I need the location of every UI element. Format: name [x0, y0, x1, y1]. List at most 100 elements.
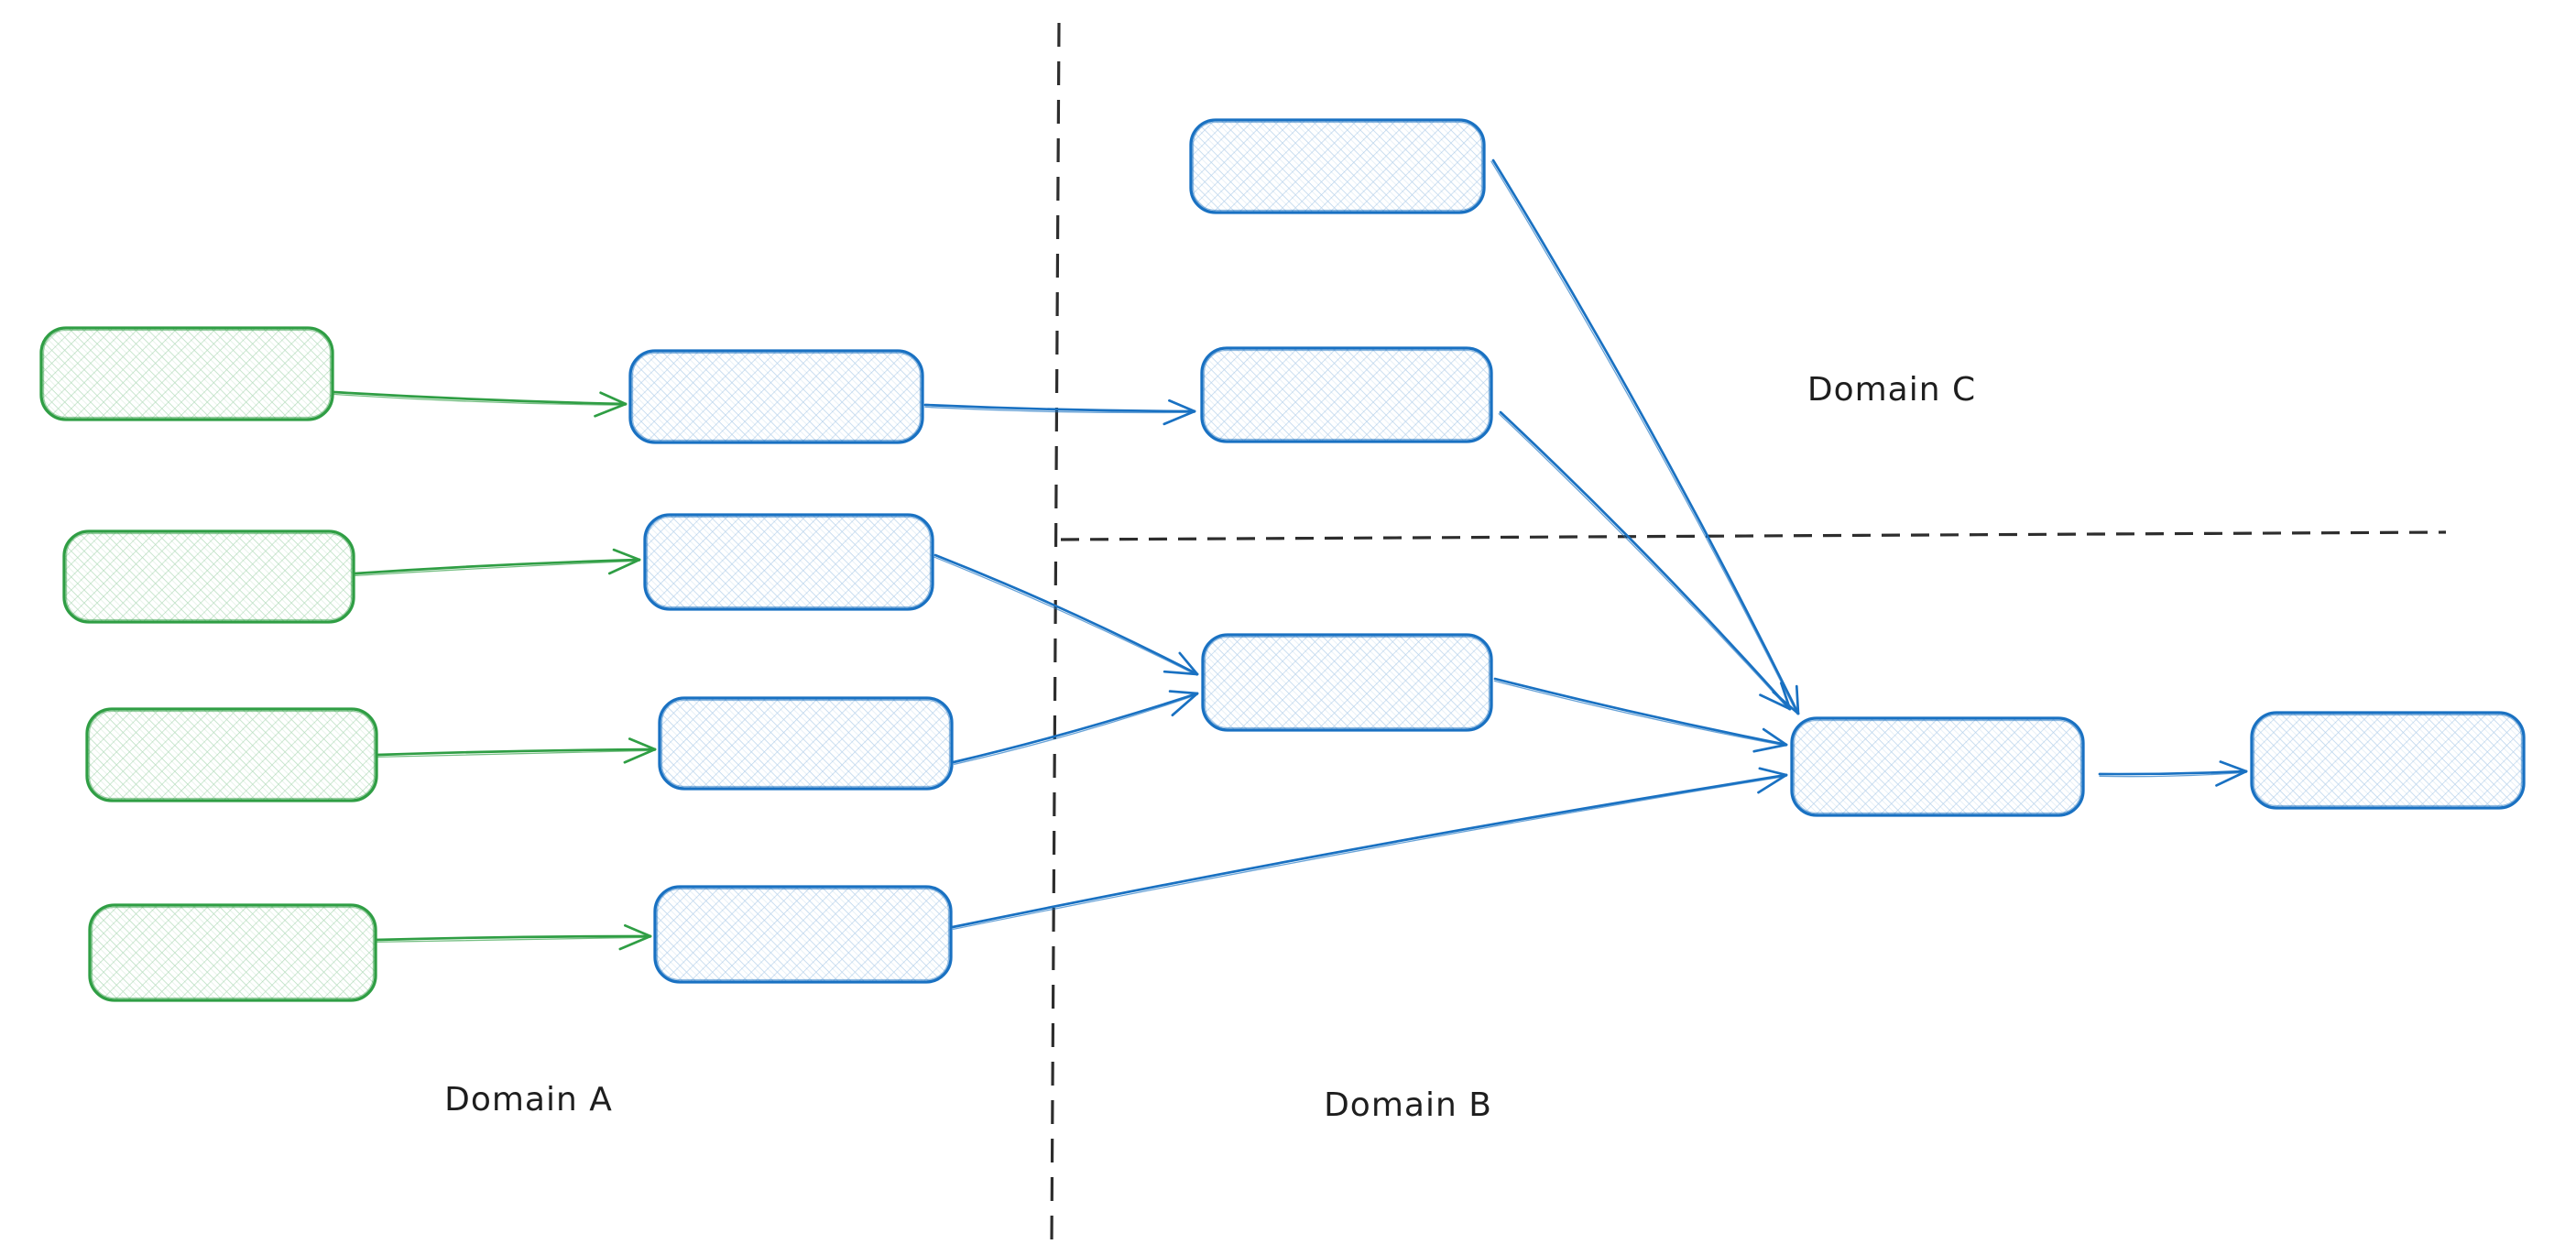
- node-box-sketch-stroke: [2253, 714, 2523, 807]
- edge-arrowhead: [1752, 743, 1788, 753]
- node-box: [1790, 716, 2085, 817]
- edge-arrowhead: [1758, 767, 1788, 777]
- node-box: [2250, 711, 2526, 810]
- edge-arrowhead: [618, 934, 652, 951]
- node-c-top: [1189, 118, 1486, 214]
- edge-arrowhead: [1795, 684, 1800, 715]
- edge-arrowhead: [1178, 651, 1199, 676]
- edge-arrowhead: [1162, 409, 1196, 426]
- edge-shaft-sketch: [924, 406, 1195, 414]
- node-box: [1201, 633, 1493, 732]
- edge-arrowhead: [1168, 690, 1199, 695]
- edge-arrowhead: [1762, 727, 1788, 747]
- node-box-sketch-stroke: [1204, 636, 1490, 729]
- edge-b-hub--b-out: [2098, 760, 2248, 787]
- edge-shaft-sketch: [1498, 413, 1790, 711]
- edge-shaft: [952, 692, 1199, 764]
- node-source-3: [85, 707, 378, 802]
- edge-c-mid--b-hub: [1498, 410, 1792, 711]
- node-stage-1: [628, 349, 924, 444]
- node-box: [643, 513, 934, 611]
- edge-arrowhead: [1757, 773, 1788, 794]
- edge-shaft: [354, 558, 641, 575]
- node-box: [658, 696, 954, 791]
- edge-shaft: [2098, 769, 2248, 776]
- node-box-sketch-stroke: [88, 710, 376, 800]
- node-box-sketch-stroke: [42, 329, 332, 419]
- node-box: [628, 349, 924, 444]
- edge-arrowhead: [1759, 693, 1792, 711]
- label-domain-c: Domain C: [1807, 371, 1976, 409]
- edge-arrowhead: [624, 923, 652, 938]
- node-box-sketch-stroke: [1793, 719, 2082, 814]
- edge-c-top--b-hub: [1490, 158, 1800, 715]
- edge-arrowhead: [1168, 398, 1196, 413]
- edge-arrowhead: [607, 558, 641, 575]
- divider-horizontal-dashed: [1060, 530, 2447, 541]
- edge-source-2--stage-2: [354, 548, 641, 577]
- edge-b-merge--b-hub: [1493, 677, 1788, 753]
- edge-arrowhead: [2215, 769, 2248, 787]
- edge-stage-2--b-merge: [933, 553, 1199, 676]
- node-b-out: [2250, 711, 2526, 810]
- edges-layer: [332, 158, 2248, 951]
- edge-arrowhead: [1162, 670, 1199, 676]
- edge-arrowhead: [623, 748, 657, 764]
- edge-shaft: [374, 934, 652, 942]
- edge-shaft-sketch: [333, 393, 627, 406]
- node-box: [88, 903, 377, 1002]
- edge-shaft-sketch: [1490, 160, 1798, 715]
- node-stage-2: [643, 513, 934, 611]
- edge-shaft-sketch: [375, 936, 651, 944]
- labels-layer: Domain A Domain B Domain C: [444, 371, 1976, 1124]
- node-box-sketch-stroke: [660, 699, 951, 788]
- edge-stage-3--b-merge: [952, 690, 1199, 765]
- edge-arrowhead: [612, 548, 641, 562]
- edge-shaft-sketch: [933, 556, 1198, 676]
- label-domain-a: Domain A: [444, 1081, 613, 1119]
- nodes-layer: [39, 118, 2526, 1002]
- node-box: [1200, 346, 1493, 443]
- node-source-2: [62, 529, 355, 624]
- edge-arrowhead: [2219, 760, 2248, 773]
- node-box-sketch-stroke: [1203, 349, 1490, 441]
- node-box: [62, 529, 355, 624]
- edge-shaft: [376, 748, 657, 757]
- edge-arrowhead: [599, 391, 628, 406]
- edge-stage-4--b-hub: [951, 767, 1788, 931]
- edge-arrowhead: [1171, 692, 1199, 717]
- node-box: [653, 885, 953, 984]
- edge-shaft-sketch: [2099, 771, 2247, 778]
- node-box-sketch-stroke: [656, 888, 950, 981]
- edge-shaft: [923, 403, 1196, 413]
- edge-shaft-sketch: [1493, 680, 1787, 747]
- node-box-sketch-stroke: [65, 532, 353, 621]
- node-box-sketch-stroke: [646, 516, 932, 608]
- node-b-hub: [1790, 716, 2085, 817]
- node-box-sketch-stroke: [91, 906, 375, 999]
- edge-shaft: [1491, 158, 1800, 715]
- node-stage-3: [658, 696, 954, 791]
- edge-shaft-sketch: [377, 749, 656, 758]
- domain-dividers: [1050, 22, 2447, 1245]
- node-box: [85, 707, 378, 802]
- edge-source-3--stage-3: [376, 737, 657, 764]
- node-b-merge: [1201, 633, 1493, 732]
- edge-shaft-sketch: [954, 693, 1198, 765]
- edge-shaft-sketch: [355, 560, 640, 577]
- node-source-1: [39, 326, 334, 421]
- edge-arrowhead: [1779, 682, 1792, 711]
- node-source-4: [88, 903, 377, 1002]
- edge-shaft: [1493, 677, 1788, 747]
- edge-arrowhead: [628, 737, 657, 751]
- node-c-mid: [1200, 346, 1493, 443]
- divider-vertical-dashed: [1050, 22, 1061, 1245]
- edge-shaft: [332, 390, 628, 406]
- edge-shaft: [1499, 410, 1792, 711]
- edge-shaft: [933, 553, 1199, 676]
- edge-arrowhead: [594, 402, 628, 418]
- label-domain-b: Domain B: [1324, 1086, 1492, 1124]
- edge-source-1--stage-1: [332, 390, 628, 418]
